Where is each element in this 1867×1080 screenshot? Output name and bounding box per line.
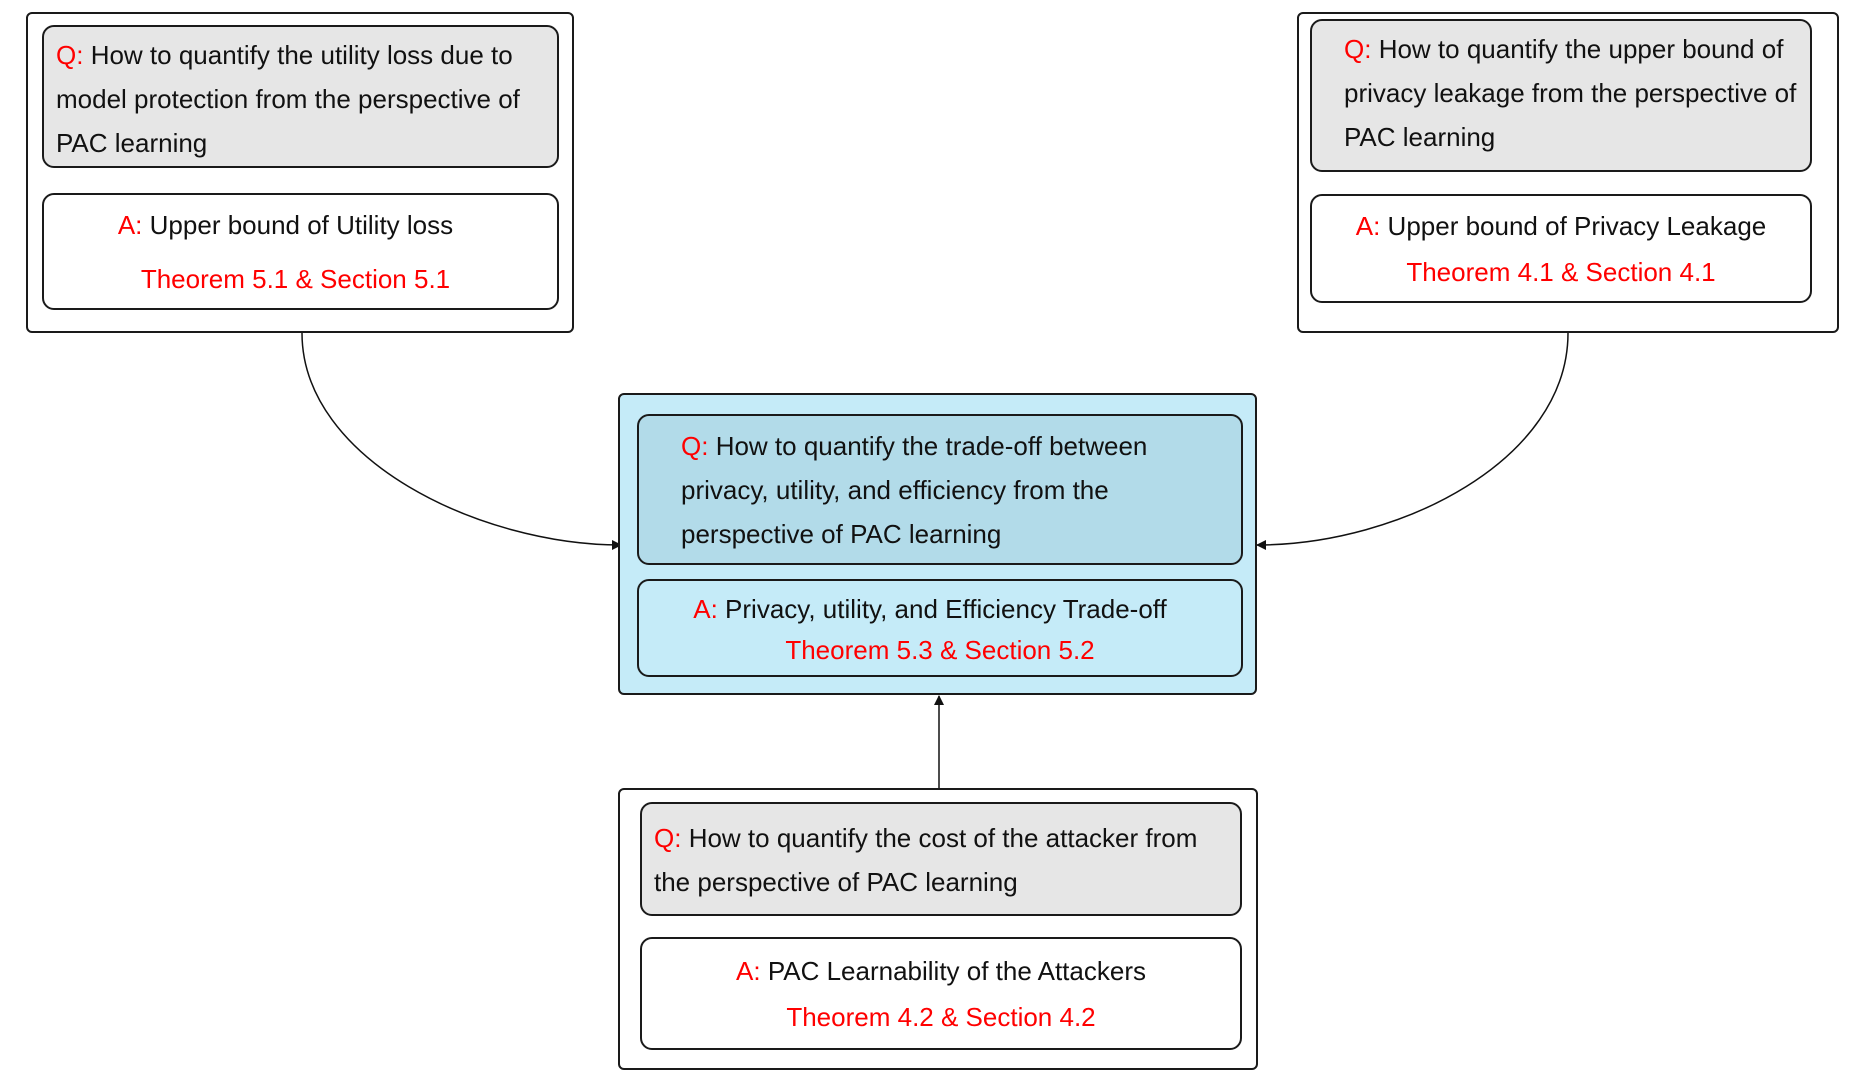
answer-label: Upper bound of Utility loss [149, 210, 454, 240]
q-prefix: Q: [654, 823, 682, 853]
question-box-bottom: Q: How to quantify the cost of the attac… [640, 802, 1242, 916]
answer-box-right: A: Upper bound of Privacy Leakage Theore… [1310, 194, 1812, 303]
answer-label: Upper bound of Privacy Leakage [1387, 211, 1767, 241]
question-box-left: Q: How to quantify the utility loss due … [42, 25, 559, 168]
node-right: Q: How to quantify the upper bound of pr… [1297, 12, 1839, 333]
question-text-left: Q: How to quantify the utility loss due … [56, 33, 546, 165]
node-left: Q: How to quantify the utility loss due … [26, 12, 574, 333]
edge-left-to-center [301, 332, 622, 550]
question-text-center: Q: How to quantify the trade-off between… [681, 424, 1201, 556]
question-label: How to quantify the cost of the attacker… [654, 823, 1198, 897]
node-center: Q: How to quantify the trade-off between… [618, 393, 1257, 695]
question-text-bottom: Q: How to quantify the cost of the attac… [654, 816, 1234, 904]
reference-bottom: Theorem 4.2 & Section 4.2 [786, 1002, 1096, 1032]
reference-center: Theorem 5.3 & Section 5.2 [785, 635, 1095, 665]
a-prefix: A: [736, 956, 761, 986]
a-prefix: A: [1355, 211, 1381, 241]
answer-text-left: A: Upper bound of Utility loss [44, 209, 557, 241]
q-prefix: Q: [56, 40, 84, 70]
answer-text-center: A: Privacy, utility, and Efficiency Trad… [639, 593, 1241, 625]
question-label: How to quantify the utility loss due to … [56, 40, 520, 158]
a-prefix: A: [117, 210, 143, 240]
answer-label: PAC Learnability of the Attackers [767, 956, 1146, 986]
answer-box-left: A: Upper bound of Utility loss Theorem 5… [42, 193, 559, 310]
question-label: How to quantify the upper bound of priva… [1344, 34, 1797, 152]
answer-box-center: A: Privacy, utility, and Efficiency Trad… [637, 579, 1243, 677]
question-box-right: Q: How to quantify the upper bound of pr… [1310, 19, 1812, 172]
question-text-right: Q: How to quantify the upper bound of pr… [1344, 27, 1804, 159]
reference-right: Theorem 4.1 & Section 4.1 [1406, 257, 1716, 287]
answer-text-bottom: A: PAC Learnability of the Attackers [642, 955, 1240, 987]
reference-left: Theorem 5.1 & Section 5.1 [140, 264, 451, 294]
answer-box-bottom: A: PAC Learnability of the Attackers The… [640, 937, 1242, 1050]
question-label: How to quantify the trade-off between pr… [681, 431, 1148, 549]
node-bottom: Q: How to quantify the cost of the attac… [618, 788, 1258, 1070]
answer-label: Privacy, utility, and Efficiency Trade-o… [725, 594, 1167, 624]
q-prefix: Q: [681, 431, 709, 461]
answer-text-right: A: Upper bound of Privacy Leakage [1312, 210, 1810, 242]
q-prefix: Q: [1344, 34, 1372, 64]
a-prefix: A: [693, 594, 718, 624]
question-box-center: Q: How to quantify the trade-off between… [637, 414, 1243, 565]
edge-right-to-center [1256, 332, 1569, 550]
